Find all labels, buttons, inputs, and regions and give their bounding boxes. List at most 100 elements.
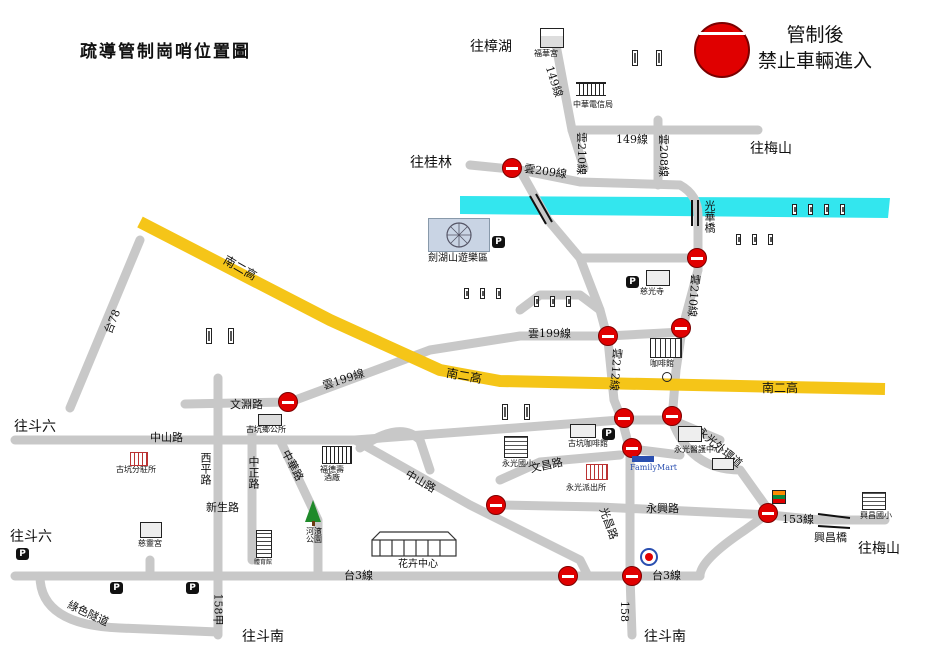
place-to-douliu-1: 往斗六 <box>14 419 56 435</box>
road-wenchang <box>495 450 625 485</box>
guard-post-icon <box>228 328 234 344</box>
parking-icon: P <box>626 276 639 288</box>
road-199 <box>285 327 687 407</box>
road-tai3-label-b: 台3線 <box>652 569 681 582</box>
road-wenyuan <box>180 397 295 409</box>
place-yongguang-health: 永光醫護中心 <box>674 445 722 454</box>
legend-line-2: 禁止車輛進入 <box>758 50 873 72</box>
place-to-meishan-top: 往梅山 <box>750 141 792 157</box>
road-yun208-label: 雲208線 <box>657 134 670 177</box>
no-entry-sign-icon <box>758 503 778 523</box>
place-flower-center: 花卉中心 <box>398 559 438 570</box>
no-entry-sign-icon <box>671 318 691 338</box>
no-entry-sign-icon <box>614 408 634 428</box>
no-entry-sign-icon <box>558 566 578 586</box>
guard-post-icon <box>792 204 797 215</box>
guard-post-icon <box>824 204 829 215</box>
road-ring <box>667 415 775 581</box>
no-entry-sign-icon <box>694 22 750 78</box>
cafe-building-icon <box>570 424 596 438</box>
road-zhongzheng-label: 中正路 <box>247 456 260 489</box>
road-yun199-label-a: 雲199線 <box>528 327 571 340</box>
road-153-label: 153線 <box>782 513 814 526</box>
road-xinsheng-label: 新生路 <box>206 501 239 514</box>
road-green-tunnel <box>35 571 223 637</box>
guard-post-icon <box>464 288 469 299</box>
place-yongguang-school: 永光國小 <box>502 459 534 468</box>
guard-post-icon <box>496 288 501 299</box>
police-station-icon <box>130 452 148 466</box>
guard-post-icon <box>768 234 773 245</box>
road-yun210-label-a: 雲210線 <box>575 132 588 175</box>
parking-icon: P <box>110 582 123 594</box>
place-jianhushan: 劍湖山遊樂區 <box>428 253 488 264</box>
flower-center-building-icon <box>371 531 457 557</box>
road-xiping-label: 西平路 <box>199 452 212 485</box>
place-sports-hall: 體育館 <box>254 559 273 566</box>
health-center-building-icon <box>678 426 702 442</box>
no-entry-sign-icon <box>687 248 707 268</box>
place-fude-temple: 福德壽 酒廠 <box>320 465 344 482</box>
place-coffee-house: 咖啡館 <box>650 359 674 368</box>
nanergao-label-3: 南二高 <box>762 381 799 395</box>
guard-post-icon <box>632 50 638 66</box>
7-eleven-icon <box>772 490 786 504</box>
winery-building-icon <box>322 446 352 464</box>
temple-building-icon <box>140 522 162 538</box>
guard-post-icon <box>752 234 757 245</box>
guard-post-icon <box>480 288 485 299</box>
no-entry-sign-icon <box>502 158 522 178</box>
sports-hall-building-icon <box>256 530 272 558</box>
place-telecom: 中華電信局 <box>573 100 613 109</box>
guard-post-icon <box>736 234 741 245</box>
place-to-meishan-bottom: 往梅山 <box>858 541 900 557</box>
road-tai78 <box>65 235 145 413</box>
no-entry-sign-icon <box>622 566 642 586</box>
place-to-guilin: 往桂林 <box>410 155 452 171</box>
guard-post-icon <box>524 404 530 420</box>
no-entry-sign-icon <box>622 438 642 458</box>
legend-label: 管制後 禁止車輛進入 <box>758 22 872 74</box>
road-loop-east <box>635 445 685 460</box>
familymart-icon <box>632 456 654 462</box>
familymart-label: FamilyMart <box>630 463 677 472</box>
road-loop-west <box>355 427 435 475</box>
place-xingchang-school: 興昌國小 <box>860 511 892 520</box>
place-gukeng-cafe: 古坑咖啡館 <box>568 439 608 448</box>
place-river-park: 河濱 公園 <box>306 527 322 544</box>
parking-icon: P <box>186 582 199 594</box>
guard-post-icon <box>206 328 212 344</box>
road-158a-label: 158甲 <box>211 593 225 626</box>
road-wenyuan-label: 文淵路 <box>230 398 263 411</box>
temple-building-icon <box>646 270 670 286</box>
place-to-dounan-1: 往斗南 <box>242 629 284 645</box>
road-zhongshan-sw <box>350 435 593 581</box>
guard-post-icon <box>656 50 662 66</box>
landmark-icon <box>662 372 672 382</box>
no-entry-sign-icon <box>598 326 618 346</box>
road-yongxing-label: 永興路 <box>646 502 679 515</box>
parking-icon: P <box>492 236 505 248</box>
road-199-upper <box>515 290 605 315</box>
road-yongxing <box>495 500 825 525</box>
school-building-icon <box>862 492 886 510</box>
landmark-circle-icon <box>640 548 658 566</box>
road-tai3-label-a: 台3線 <box>344 569 373 582</box>
police-station-icon <box>586 464 608 480</box>
park-tree-icon <box>305 500 321 526</box>
temple-building-icon <box>540 28 564 48</box>
xingchang-bridge <box>817 513 851 529</box>
road-yun210-label-b: 雲210線 <box>685 273 702 318</box>
school-building-icon <box>504 436 528 458</box>
office-building-icon <box>258 414 282 426</box>
road-yun212-label: 雲212線 <box>607 347 624 392</box>
parking-icon: P <box>602 428 615 440</box>
expressway-nanergao <box>137 216 886 395</box>
telecom-building-icon <box>576 82 606 96</box>
coffee-house-building-icon <box>650 338 682 358</box>
road-149-label-b: 149線 <box>616 133 648 146</box>
no-entry-sign-icon <box>486 495 506 515</box>
place-cihui-gong: 慈靈宮 <box>138 539 162 548</box>
guanghua-bridge <box>691 200 699 226</box>
